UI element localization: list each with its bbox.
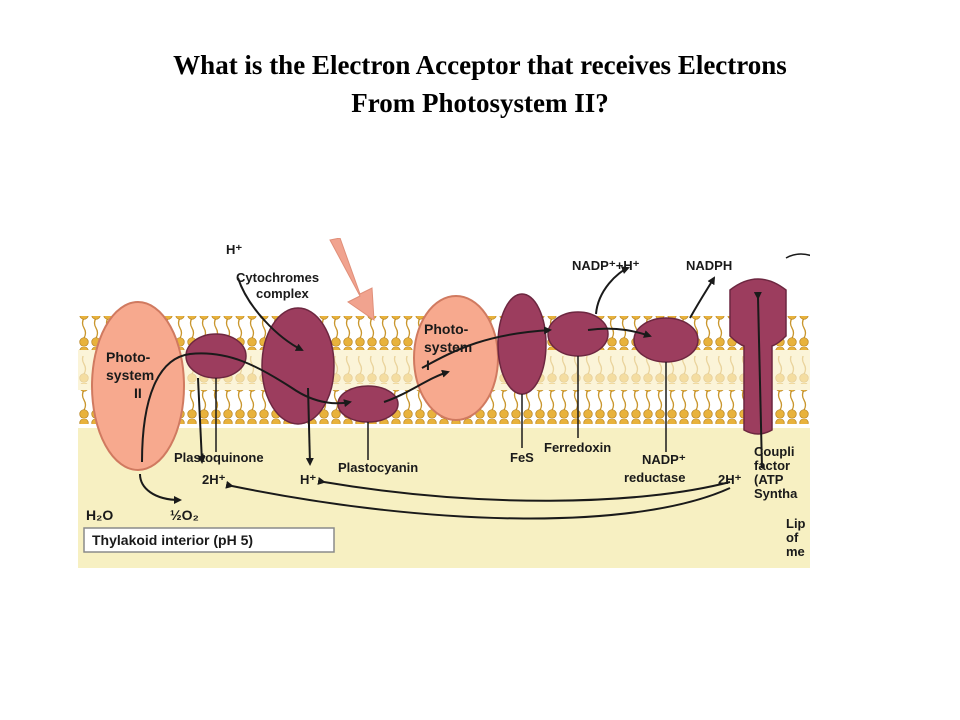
fes-protein: [497, 293, 547, 395]
title-line-2: From Photosystem II?: [351, 88, 609, 118]
nadp-reductase-label-1: NADP⁺: [642, 452, 686, 467]
nadp-reductase-label-2: reductase: [624, 470, 685, 485]
title-line-1: What is the Electron Acceptor that recei…: [173, 50, 787, 80]
oxygen-label: ½O₂: [170, 507, 199, 523]
thylakoid-interior-label: Thylakoid interior (pH 5): [92, 532, 253, 548]
fes-label: FeS: [510, 450, 534, 465]
ps1-label-1: Photo-: [424, 321, 469, 337]
plastocyanin-label: Plastocyanin: [338, 460, 418, 475]
ps1-label-3: I: [426, 357, 430, 373]
plastoquinone-protein: [185, 333, 247, 379]
atp-arc: [785, 253, 810, 259]
electron-path-4: [587, 327, 652, 338]
coupling-label-1: Coupli: [754, 444, 794, 459]
h-plus-mid-label: H⁺: [300, 472, 316, 487]
nadph-label: NADPH: [686, 258, 732, 273]
thylakoid-membrane-diagram: H⁺ Cytochromes complex NADP⁺+H⁺ NADPH Ph…: [78, 238, 810, 568]
h-plus-arrow-in: [237, 277, 304, 351]
cytochromes-complex: [261, 307, 335, 425]
ferredoxin-protein: [547, 311, 609, 357]
plastocyanin-protein: [337, 385, 399, 423]
plastoquinone-label: Plastoquinone: [174, 450, 264, 465]
ferredoxin-label: Ferredoxin: [544, 440, 611, 455]
cytochromes-label-2: complex: [256, 286, 310, 301]
electron-path-2: [383, 369, 450, 403]
two-h-right-label: 2H⁺: [718, 472, 742, 487]
lip-label-1: Lip: [786, 516, 806, 531]
two-h-left-label: 2H⁺: [202, 472, 226, 487]
photosystem-ii: [91, 301, 185, 471]
coupling-label-2: factor: [754, 458, 790, 473]
nadp-h-label: NADP⁺+H⁺: [572, 258, 640, 273]
coupling-label-4: Syntha: [754, 486, 798, 501]
nadph-arrow: [689, 276, 716, 319]
slide-title: What is the Electron Acceptor that recei…: [0, 46, 960, 122]
atp-synthase: [729, 278, 787, 435]
photosystem-i: [413, 295, 499, 421]
electron-path-3: [421, 326, 552, 369]
proton-return-arrow-2: [225, 480, 731, 520]
water-label: H₂O: [86, 507, 113, 523]
proton-return-arrow-1: [317, 477, 731, 502]
ps2-label-1: Photo-: [106, 349, 151, 365]
ps2-label-3: II: [134, 385, 142, 401]
cytochromes-label-1: Cytochromes: [236, 270, 319, 285]
water-split-arrow: [139, 473, 182, 504]
two-h-arrow: [197, 377, 206, 464]
thylakoid-interior-box: [83, 527, 335, 553]
ps2-label-2: system: [106, 367, 154, 383]
lip-label-2: of: [786, 530, 799, 545]
diagram-svg: H⁺ Cytochromes complex NADP⁺+H⁺ NADPH Ph…: [78, 238, 810, 568]
lip-label-3: me: [786, 544, 805, 559]
ps1-label-2: system: [424, 339, 472, 355]
atp-proton-arrow: [753, 291, 763, 469]
pointer-arrow: [329, 238, 375, 321]
coupling-label-3: (ATP: [754, 472, 784, 487]
stroma-region: [78, 238, 810, 308]
electron-path-1: [141, 352, 352, 463]
nadp-arrow-up: [595, 266, 630, 315]
h-plus-arrow-out: [305, 387, 314, 466]
nadp-reductase-protein: [633, 317, 699, 363]
h-plus-top-label: H⁺: [226, 242, 242, 257]
